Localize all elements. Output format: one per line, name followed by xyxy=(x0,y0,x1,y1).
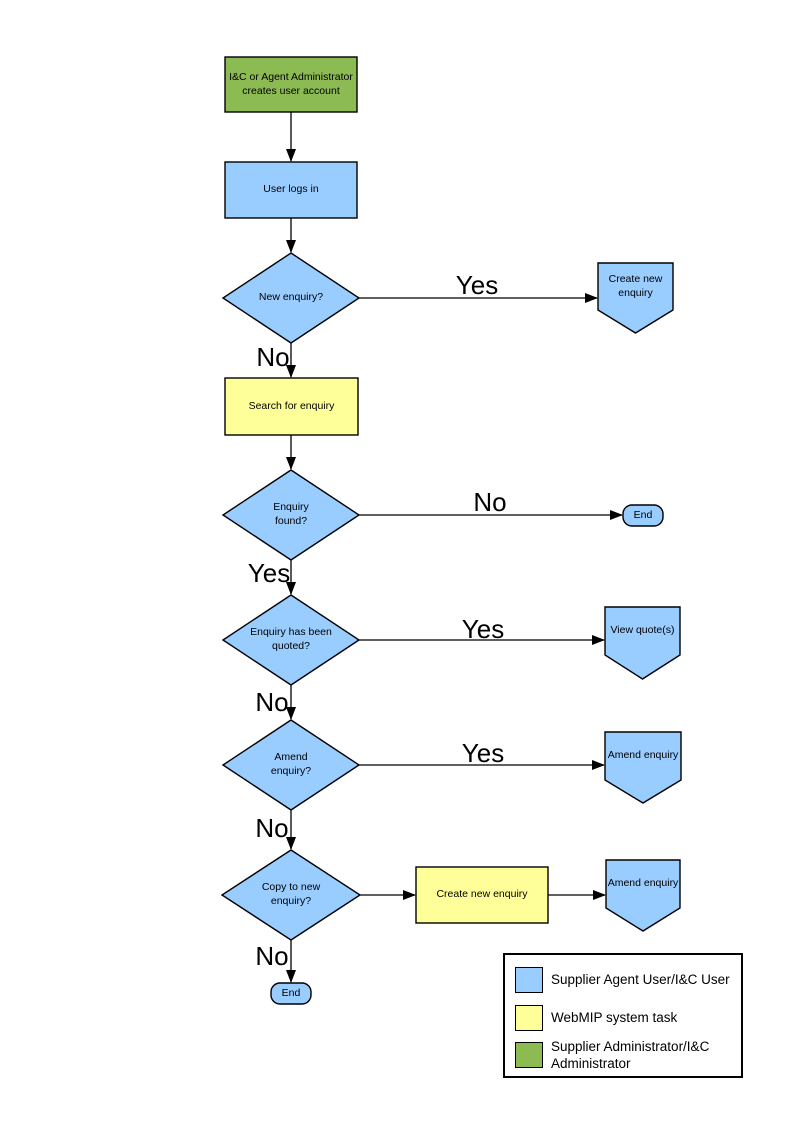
offpage-create-new-enquiry-shape xyxy=(597,262,674,334)
decision-new-enquiry-shape xyxy=(221,252,361,344)
offpage-view-quotes-shape xyxy=(604,606,681,680)
legend-label-webmip-task: WebMIP system task xyxy=(551,1010,678,1025)
terminator-end-1-shape xyxy=(622,504,664,527)
process-user-logs-in-label: User logs in xyxy=(263,183,319,196)
edge-label-quoted-yes: Yes xyxy=(461,614,505,644)
edge-label-amend-yes: Yes xyxy=(461,738,505,768)
task-search-for-enquiry-label: Search for enquiry xyxy=(248,399,335,412)
offpage-amend-enquiry-2-shape xyxy=(605,859,681,932)
terminator-end-2-label: End xyxy=(281,986,301,999)
process-create-account-label: I&C or Agent Administrator creates user … xyxy=(229,70,353,97)
legend-swatch-supplier-admin xyxy=(515,1042,543,1068)
process-user-logs-in-shape xyxy=(224,161,358,219)
task-create-new-enquiry-label: Create new enquiry xyxy=(436,888,528,901)
edge-label-copy-no: No xyxy=(255,941,289,971)
process-create-account-shape xyxy=(224,56,358,113)
legend-box: Supplier Agent User/I&C User WebMIP syst… xyxy=(503,953,743,1078)
terminator-end-1-label: End xyxy=(633,508,653,521)
legend-label-supplier-agent-user: Supplier Agent User/I&C User xyxy=(551,972,730,987)
edge-label-amend-no: No xyxy=(255,813,289,843)
offpage-amend-enquiry-1-label: Amend enquiry xyxy=(607,749,679,762)
edge-label-enquiry-found-yes: Yes xyxy=(247,558,291,588)
edge-label-quoted-no: No xyxy=(255,687,289,717)
decision-enquiry-quoted-shape xyxy=(221,594,361,686)
shape-group xyxy=(220,56,682,1005)
edge-label-enquiry-found-no: No xyxy=(473,487,507,517)
edge-label-new-enquiry-yes: Yes xyxy=(455,270,499,300)
decision-enquiry-quoted-label: Enquiry has been quoted? xyxy=(250,626,332,652)
legend-swatch-supplier-agent-user xyxy=(515,967,543,993)
task-create-new-enquiry-shape xyxy=(415,866,549,924)
offpage-amend-enquiry-1-shape xyxy=(604,731,682,804)
decision-enquiry-found-shape xyxy=(221,469,361,561)
decision-copy-to-new-shape xyxy=(220,849,362,941)
offpage-amend-enquiry-2-label: Amend enquiry xyxy=(607,877,679,890)
decision-amend-enquiry-label: Amend enquiry? xyxy=(270,751,312,777)
decision-amend-enquiry-shape xyxy=(221,719,361,811)
task-search-for-enquiry-shape xyxy=(224,377,359,436)
decision-new-enquiry-label: New enquiry? xyxy=(258,291,324,304)
legend-label-supplier-admin: Supplier Administrator/I&C Administrator xyxy=(551,1039,710,1071)
edge-label-new-enquiry-no: No xyxy=(256,342,290,372)
legend-swatch-webmip-task xyxy=(515,1005,543,1031)
connector-group xyxy=(286,112,623,983)
offpage-create-new-enquiry-label: Create new enquiry xyxy=(608,273,663,299)
decision-copy-to-new-label: Copy to new enquiry? xyxy=(261,881,321,907)
offpage-view-quotes-label: View quote(s) xyxy=(610,624,675,637)
terminator-end-2-shape xyxy=(270,982,312,1005)
decision-enquiry-found-label: Enquiry found? xyxy=(273,501,309,527)
